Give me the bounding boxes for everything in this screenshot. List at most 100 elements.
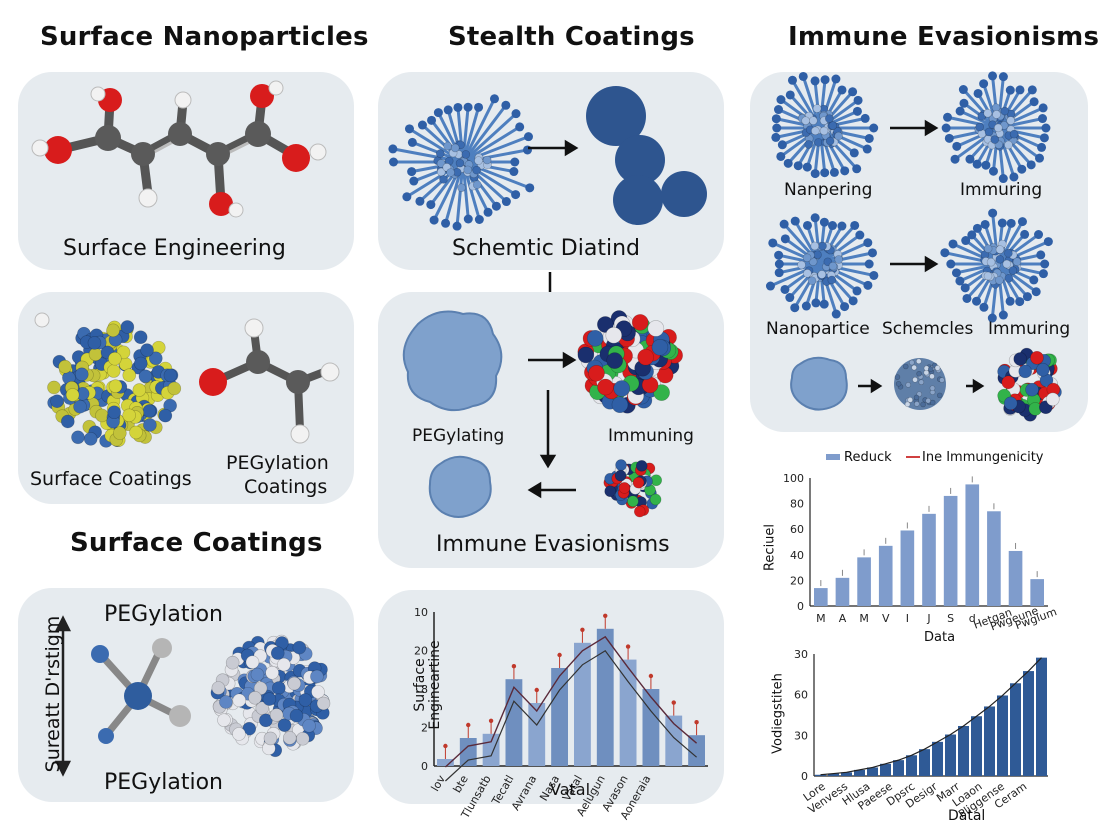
chart3-bar [854, 769, 865, 776]
chart1-xtick: bte [451, 773, 471, 795]
caption-surface-engineering: Surface Engineering [63, 236, 286, 261]
label-side-vertical: Sureatt D'rstigm [42, 615, 64, 773]
panel-immune-evasionisms: Nanpering Immuring Nanopartice Schemcles… [750, 71, 1088, 432]
chart2-xtick: V [882, 612, 890, 625]
chart1-bar [665, 715, 683, 766]
chart1-ytick: 20 [414, 645, 428, 658]
molecule-diagram [31, 80, 327, 218]
chart3-bar [828, 773, 839, 776]
chart2-xtick: S [947, 612, 954, 625]
chart1-bar [688, 735, 705, 766]
chart2-ytick: 0 [797, 600, 804, 613]
caption-pegylation: PEGylation [226, 452, 329, 474]
chart1-ytick: 8 [421, 683, 428, 696]
label-immuring-2: Immuring [988, 319, 1071, 339]
caption-schematic: Schemtic Diatind [452, 236, 640, 261]
section-title-surface-coatings: Surface Coatings [70, 528, 323, 558]
label-immuning: Immuning [608, 426, 694, 446]
chart3-bar [945, 734, 956, 776]
pegylation-diagram [54, 615, 331, 777]
chart2-ytick: 60 [790, 523, 804, 536]
chart3-bar [1023, 671, 1034, 776]
caption-surface-coatings: Surface Coatings [30, 468, 192, 490]
column-title-immune-evasionisms: Immune Evasionisms [788, 22, 1100, 52]
chart2-xtick: d [969, 612, 976, 625]
immune-sequence-diagram [765, 71, 1062, 422]
chart1-ytick: 0 [421, 760, 428, 773]
chart2-bar [943, 495, 958, 606]
caption-coatings: Coatings [244, 476, 328, 498]
chart3-ylabel: Vodiegstiteh [770, 673, 786, 754]
chart2-bar [814, 588, 828, 606]
chart2-bar [1030, 579, 1044, 606]
chart2-xtick: M [859, 612, 869, 625]
column-title-surface-nanoparticles: Surface Nanoparticles [40, 22, 369, 52]
label-immuring-1: Immuring [960, 180, 1043, 200]
chart1-bar [574, 642, 591, 766]
legend-swatch-reduck [826, 454, 840, 460]
label-nanopartice: Nanopartice [766, 319, 870, 339]
chart3-ytick: 30 [794, 648, 808, 661]
chart3-ytick: 0 [801, 770, 808, 783]
chart3-bar [1010, 683, 1021, 776]
chart1-bar [505, 679, 523, 766]
chart3-bar [919, 749, 930, 776]
caption-immune-evasionisms: Immune Evasionisms [436, 532, 670, 557]
chart3-bar [1036, 657, 1047, 776]
panel-surface-engineering: Surface Engineering [18, 72, 354, 270]
chart3-bar [958, 725, 969, 776]
chart2-xtick: J [926, 612, 930, 625]
chart1-ytick: 2 [421, 722, 428, 735]
chart3-xlabel: Datal [948, 808, 986, 824]
chart2-xtick: M [816, 612, 826, 625]
chart3-bar [932, 741, 943, 776]
chart1-bar [528, 703, 546, 766]
chart1-bar [642, 689, 660, 766]
chart3-bar [867, 767, 878, 776]
chart2-bar [857, 557, 871, 606]
label-nanpering: Nanpering [784, 180, 873, 200]
panel-pegylation: PEGylation PEGylation Sureatt D'rstigm [18, 588, 354, 802]
chart2-ytick: 40 [790, 549, 804, 562]
chart2-bar [900, 530, 915, 606]
chart3-bar [880, 763, 891, 776]
chart2-bar [1008, 550, 1023, 606]
immune-evasion-diagram [402, 310, 683, 518]
chart3-bar [893, 760, 904, 776]
panel-immune-evasion: PEGylating Immuning Immune Evasionisms [378, 292, 724, 568]
chart2-bar [922, 513, 936, 606]
chart3-bar [841, 772, 852, 776]
chart1-bar [596, 628, 614, 766]
chart3-bar [971, 716, 982, 776]
coated-nanoparticle-diagram [34, 312, 340, 448]
chart2-bar [987, 511, 1001, 606]
chart3-ytick: 60 [794, 689, 808, 702]
schematic-diagram [388, 86, 707, 231]
chart2-bar [965, 484, 980, 606]
chart1-ytick: 10 [414, 606, 428, 619]
chart2-ytick: 80 [790, 498, 804, 511]
chart2-ytick: 20 [790, 574, 804, 587]
chart2-legend-1: Reduck [844, 450, 892, 465]
chart2-bar [878, 545, 893, 606]
chart2-legend-2: Ine Immungenicity [922, 450, 1044, 465]
chart3-bar [815, 774, 826, 776]
chart3-bar [906, 755, 917, 776]
column-title-stealth-coatings: Stealth Coatings [448, 22, 695, 52]
chart2-xtick: I [906, 612, 909, 625]
panel-surface-coatings: Surface Coatings PEGylation Coatings [18, 292, 354, 504]
chart1-bar [482, 733, 500, 766]
chart1-bar [437, 759, 454, 766]
chart2-ylabel: Reciuel [762, 523, 778, 572]
chart3-bar [997, 695, 1008, 776]
chart1-xtick: lov [429, 773, 449, 794]
chart1-bar [551, 668, 568, 766]
label-schemcles: Schemcles [882, 319, 974, 339]
chart3-bar [984, 706, 995, 776]
panel-schematic: Schemtic Diatind [378, 72, 724, 270]
